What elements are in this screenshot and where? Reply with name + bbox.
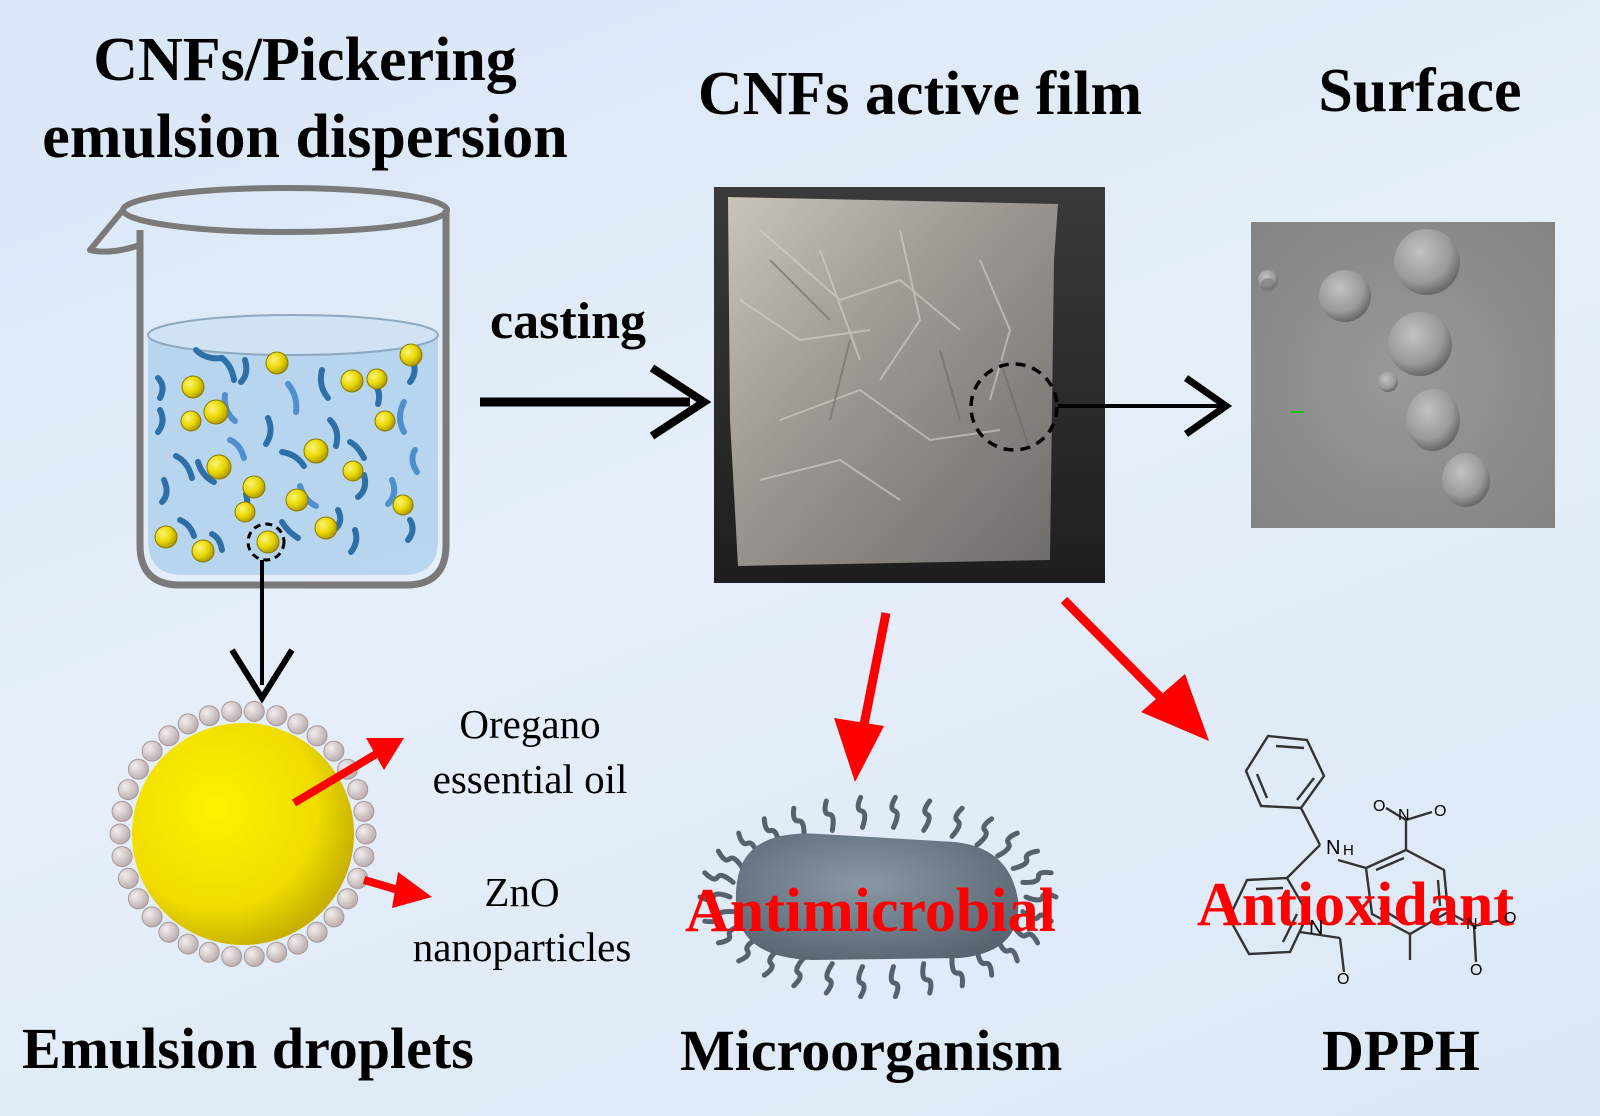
dpph-atom-nitro-n: N [1398, 807, 1410, 824]
zno-label: ZnO nanoparticles [412, 869, 632, 971]
dispersion-title: CNFs/Pickering emulsion dispersion [42, 26, 568, 171]
flagellum [995, 935, 1020, 964]
flagellum [1010, 848, 1041, 871]
zno-particle [347, 779, 369, 801]
bacterium-icon [697, 794, 1059, 1000]
casting-label: casting [490, 293, 646, 350]
zno-arrow [362, 872, 432, 908]
dpph-atom-h: H [1343, 842, 1354, 859]
flagellum [736, 935, 761, 964]
zno-particle [111, 800, 133, 822]
zno-particle [177, 933, 199, 955]
zno-particle [337, 888, 359, 910]
zno-particle [306, 725, 328, 747]
flagellum [856, 964, 867, 1000]
flagellum [949, 955, 966, 989]
zno-particle [221, 946, 243, 967]
flagellum [974, 946, 995, 978]
antioxidant-arrow [1060, 596, 1209, 741]
flagellum [949, 805, 965, 839]
beaker-to-droplet-arrow [229, 560, 295, 704]
dpph-atom-n: N [1326, 837, 1341, 859]
flagellum [822, 798, 836, 833]
oil-arrow [291, 738, 404, 807]
antioxidant-label: Antioxidant [1197, 871, 1514, 939]
antimicrobial-arrow [834, 612, 891, 782]
antimicrobial-label: Antimicrobial [685, 877, 1056, 945]
emulsion-droplets-label: Emulsion droplets [22, 1016, 474, 1081]
dpph-atom-nitro-n: N [1466, 916, 1478, 933]
film-title: CNFs active film [697, 60, 1143, 128]
film-photo [714, 187, 1105, 583]
zno-particle [323, 906, 345, 928]
flagellum [791, 955, 807, 989]
zno-particle [198, 705, 220, 727]
flagellum [888, 964, 901, 1000]
zno-particle [117, 779, 139, 801]
flagellum [790, 805, 807, 839]
flagellum [715, 848, 746, 871]
zno-particle [177, 713, 199, 735]
microorganism-label: Microorganism [680, 1018, 1063, 1083]
zno-particle [141, 740, 163, 762]
zno-particle [355, 823, 377, 845]
dpph-atom-o: O [1434, 803, 1447, 820]
flagellum [974, 816, 995, 848]
zno-particle [127, 758, 149, 780]
zno-particle [243, 701, 265, 722]
dpph-molecule-icon [1227, 734, 1503, 973]
flagellum [823, 961, 835, 996]
zno-particle [117, 867, 139, 889]
zno-particle [306, 921, 328, 943]
flagellum [889, 794, 900, 830]
dpph-atom-radical-n: N [1309, 917, 1324, 939]
zno-particle [221, 701, 243, 722]
flagellum [715, 923, 746, 946]
sem-surface-image [1251, 222, 1555, 528]
flagellum [702, 908, 736, 925]
dpph-atom-o: O [1373, 798, 1386, 815]
zno-particle [158, 921, 180, 943]
zno-particle [109, 823, 131, 845]
pickering-droplet-icon [109, 701, 377, 967]
zno-particle [127, 888, 149, 910]
zno-particle [353, 846, 375, 868]
zno-particle [266, 941, 288, 963]
zno-particle [243, 946, 265, 967]
flagellum [995, 830, 1020, 859]
flagellum [702, 870, 736, 885]
dpph-atom-o: O [1337, 971, 1350, 988]
zno-particle [287, 933, 309, 955]
flagellum [1023, 891, 1059, 903]
beaker-icon [87, 185, 450, 589]
flagellum [1020, 909, 1054, 924]
surface-title: Surface [1318, 57, 1522, 125]
flagellum [1020, 869, 1054, 886]
dpph-atom-o: O [1504, 910, 1517, 927]
zno-particle [323, 740, 345, 762]
zno-particle [111, 846, 133, 868]
casting-arrow [480, 364, 712, 440]
flagellum [1010, 923, 1041, 946]
oregano-label: Oregano essential oil [432, 701, 628, 803]
flagellum [921, 798, 933, 833]
flagellum [697, 891, 733, 903]
flagellum [920, 961, 934, 996]
zno-particle [353, 800, 375, 822]
dpph-atom-o: O [1470, 962, 1483, 979]
dpph-label: DPPH [1322, 1018, 1480, 1083]
zno-particle [266, 705, 288, 727]
zno-particle [141, 906, 163, 928]
zno-particle [158, 725, 180, 747]
flagellum [855, 794, 868, 830]
zno-particle [198, 941, 220, 963]
flagellum [761, 946, 782, 978]
zoom-arrow [1058, 375, 1233, 437]
zno-particle [287, 713, 309, 735]
